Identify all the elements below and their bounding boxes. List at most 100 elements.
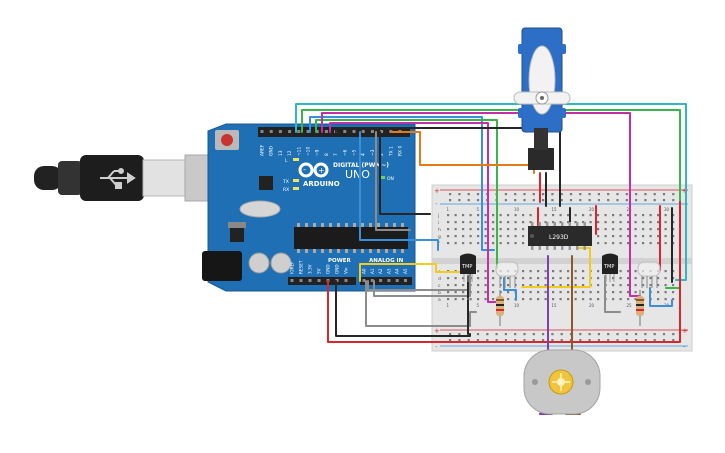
pin-label: A5 [403,268,408,274]
rail-plus-label-bottom-right: + [682,327,688,335]
rgb-led-2 [637,261,661,288]
header-pin[interactable] [370,279,374,282]
pin-label: 4 [361,153,367,156]
digital-header [258,127,410,137]
row-letter: h [438,227,441,233]
wire-blue-bb-2 [649,287,673,307]
tmp-sensor-2: TMP [602,253,618,282]
tmp-sensor-1: TMP [460,253,476,282]
power-header-label: POWER [328,258,352,264]
wire-blue [309,116,495,251]
header-pin[interactable] [306,130,310,133]
wire-blue-2 [359,131,439,251]
header-pin[interactable] [361,130,365,133]
led-label-l: L [285,158,288,164]
header-pin[interactable] [387,279,391,282]
header-pin[interactable] [362,279,366,282]
wire-black-power [335,280,471,337]
header-pin[interactable] [335,279,339,282]
pin-label: GND [269,145,275,156]
header-pin[interactable] [288,130,292,133]
column-number: 30 [664,207,670,212]
ic-label: L293D [549,234,569,241]
crystal [239,200,281,218]
pin-label: TX 1 [388,146,394,157]
rail-minus-label-bottom: - [435,343,438,351]
column-number: 1 [447,303,450,308]
header-pin[interactable] [395,279,399,282]
pin-label: ~9 [315,149,321,156]
header-pin[interactable] [260,130,264,133]
header-pin[interactable] [269,130,273,133]
wire-green-2 [315,119,498,269]
wire-magenta-2 [329,122,499,303]
header-pin[interactable] [344,279,348,282]
row-letter: a [438,298,441,303]
wire-black-top [335,127,561,207]
header-pin[interactable] [404,279,407,282]
arduino-logo [298,162,329,178]
wire-red-power [327,201,681,343]
rail-plus-label: + [434,187,440,195]
header-pin[interactable] [299,279,303,282]
dc-motor [523,349,601,415]
header-pin[interactable] [379,279,383,282]
row-letter: i [438,220,439,226]
header-pin[interactable] [290,279,294,282]
capacitor [248,252,270,274]
column-number: 1 [447,207,450,212]
row-letter: c [438,284,441,289]
header-pin[interactable] [370,130,374,133]
header-pin[interactable] [278,130,282,133]
usb-icon [100,168,136,189]
rail-minus-label: - [435,200,438,208]
rgb-led-1 [495,261,519,288]
pin-label: GND [335,264,340,274]
pin-label: 3.3V [308,264,313,274]
column-number: 25 [627,303,633,308]
pin-label: RESET [299,260,304,274]
pin-label: RX 0 [398,146,404,156]
atmega-chip [294,227,408,249]
pin-label: ~5 [352,149,358,156]
header-pin[interactable] [380,130,384,133]
pin-label: 7 [333,153,339,156]
pin-label: AREF [260,144,266,156]
atmega-chip-legs [297,223,404,253]
pin-label: A4 [395,268,400,274]
power-jack [202,251,242,281]
header-pin[interactable] [324,130,328,133]
pin-label: GND [326,264,331,274]
wire-magenta [321,112,641,297]
pin-label: 12 [287,150,293,156]
header-pin[interactable] [315,130,319,133]
header-pin[interactable] [317,279,321,282]
header-pin[interactable] [343,130,347,133]
l293d-chip: L293D [528,222,592,250]
pin-label: IOREF [290,261,295,274]
analog-header-label: ANALOG IN [369,258,404,264]
row-letter: d [438,276,441,282]
header-pin[interactable] [389,130,393,133]
rail-minus-label-right: - [683,200,686,208]
header-pin[interactable] [352,130,356,133]
wire-gray-top [375,131,411,231]
header-pin[interactable] [297,130,301,133]
wire-gray-4 [604,275,621,313]
led-label-rx: RX [283,187,289,193]
rail-plus-label-bottom: + [434,327,440,335]
resistor-2 [636,290,644,326]
header-pin[interactable] [308,279,312,282]
column-number: 20 [589,207,595,212]
pin-label: ~10 [306,147,312,156]
reset-button[interactable] [221,134,233,146]
pin-label: Vin [344,267,349,274]
column-number: 10 [514,303,520,308]
on-label: ON [387,176,394,182]
arduino-logo-minus: - [303,165,306,174]
usb-chip [259,176,273,190]
resistor-1 [496,290,504,326]
tmp-label-2: TMP [603,264,614,270]
